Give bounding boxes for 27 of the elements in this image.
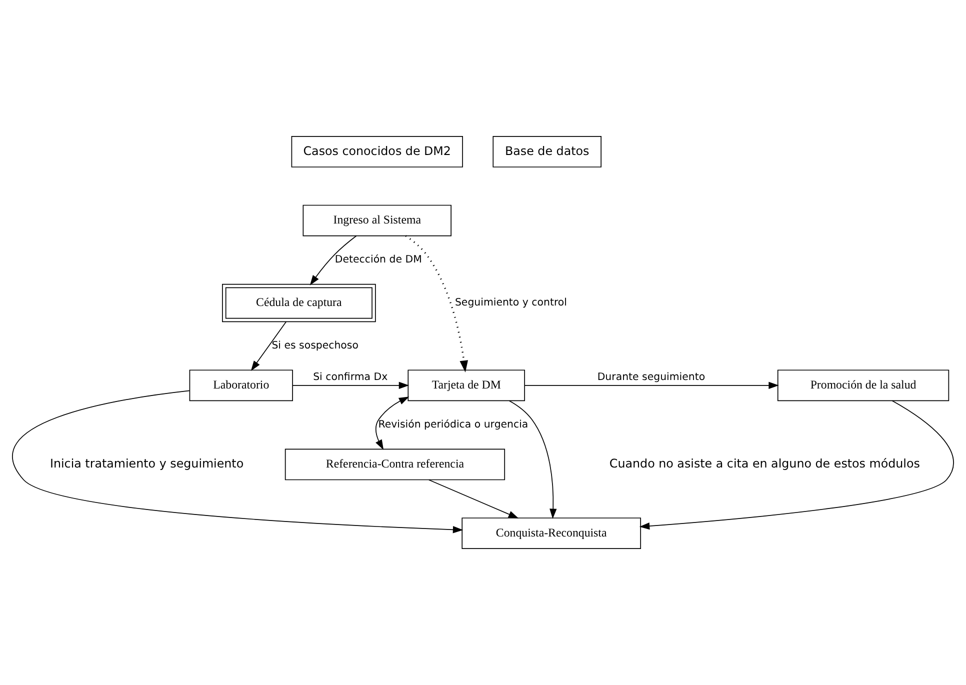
node-box: Base de datos [492,136,602,168]
edge-label: Seguimiento y control [454,298,567,309]
edge-label: Detección de DM [334,254,422,266]
edge-label: Revisión periódica o urgencia [378,420,528,431]
arrow [524,382,779,389]
arrow [292,382,410,389]
arrow [639,400,954,530]
arrow [12,390,464,534]
label: Cuando no asiste a cita en alguno de estos módulos [609,456,920,471]
arrow [405,235,468,372]
arrow [310,235,357,286]
node-box: Promoción de la salud [777,370,950,402]
node-box: Cédula de captura [222,284,376,322]
node-box: Casos conocidos de DM2 [291,136,463,168]
edge-label: Si es sospechoso [272,340,358,352]
arrow [250,321,287,371]
arrow [508,400,557,519]
arrow [375,396,410,450]
arrow [428,479,519,518]
label: Inicia tratamiento y seguimiento [50,456,244,471]
edge-label: Durante seguimiento [597,372,706,383]
node-box: Tarjeta de DM [408,370,525,402]
edge-label: Si confirma Dx [313,372,388,383]
node-box: Ingreso al Sistema [302,204,452,236]
node-box: Laboratorio [189,370,293,402]
node-box: Referencia-Contra referencia [284,448,506,480]
node-box: Conquista-Reconquista [462,518,642,550]
